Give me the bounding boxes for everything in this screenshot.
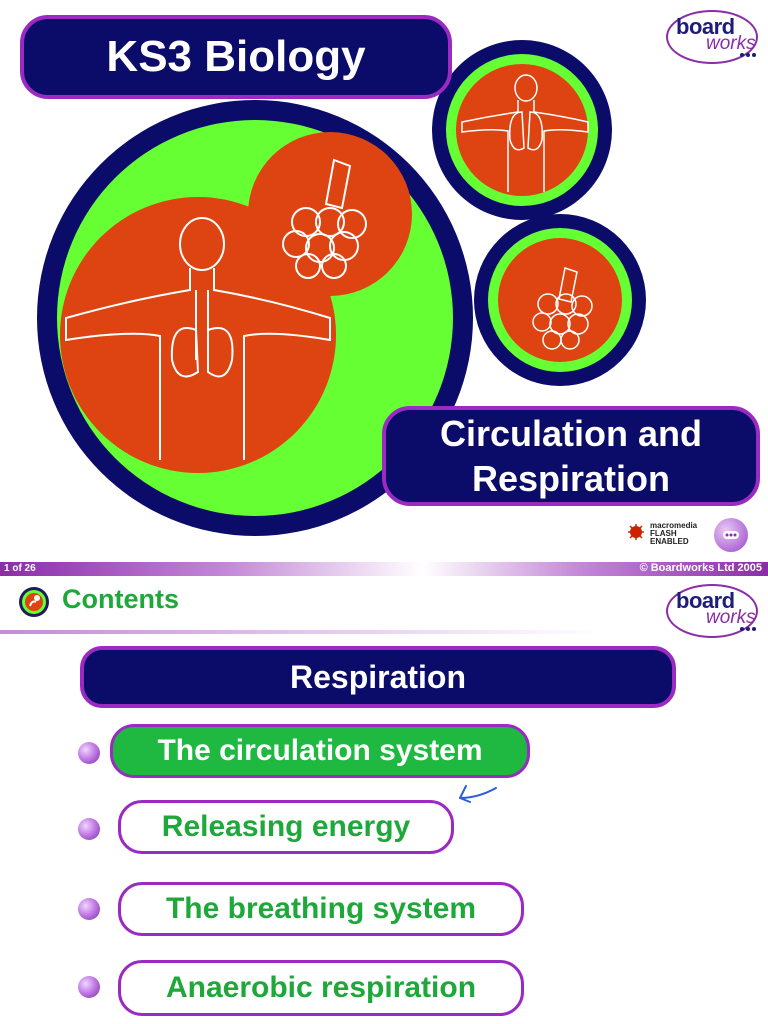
flash-badge-line-2: FLASH	[650, 529, 677, 538]
menu-item-label: The circulation system	[157, 734, 483, 767]
logo-board-text: board	[676, 588, 735, 613]
alveoli-icon	[282, 158, 367, 279]
slide-subtitle: Circulation and Respiration	[382, 406, 760, 506]
bullet-icon	[78, 818, 100, 840]
bullet-icon	[78, 976, 100, 998]
bullet-icon	[78, 898, 100, 920]
section-title-text: Respiration	[289, 658, 467, 695]
boardworks-logo: board works	[666, 10, 758, 64]
bullet-icon	[78, 742, 100, 764]
menu-item-label: Releasing energy	[161, 810, 411, 843]
slide-counter: 1 of 26	[4, 563, 36, 574]
menu-item-releasing-energy[interactable]: Releasing energy	[118, 800, 454, 854]
boardworks-logo: board works	[666, 584, 758, 638]
flash-logo-icon	[626, 522, 646, 542]
logo-dots-icon	[740, 627, 756, 631]
contents-heading: Contents	[62, 584, 179, 614]
contents-underline	[0, 630, 600, 634]
lungs-body-icon	[65, 217, 331, 460]
logo-dots-icon	[740, 53, 756, 57]
annotation-arrow-icon	[459, 785, 497, 803]
copyright-text: © Boardworks Ltd 2005	[639, 562, 762, 574]
flash-badge-line-1: macromedia	[650, 521, 698, 530]
menu-item-label: The breathing system	[165, 892, 477, 925]
logo-works-text: works	[706, 33, 756, 54]
subtitle-line-1: Circulation and	[439, 413, 703, 454]
slide-title: KS3 Biology	[20, 15, 452, 99]
logo-board-text: board	[676, 14, 735, 39]
flash-badge: macromedia FLASH ENABLED	[650, 522, 697, 546]
menu-item-anaerobic-respiration[interactable]: Anaerobic respiration	[118, 960, 524, 1016]
logo-works-text: works	[706, 607, 756, 628]
section-title: Respiration	[80, 646, 676, 708]
menu-item-circulation-system[interactable]: The circulation system	[110, 724, 530, 778]
alveoli-circle	[248, 132, 412, 296]
nav-button-icon[interactable]	[714, 518, 748, 552]
contents-icon	[18, 586, 50, 618]
slide-divider	[0, 562, 768, 576]
flash-badge-line-3: ENABLED	[650, 537, 689, 546]
slide-title-text: KS3 Biology	[106, 32, 366, 81]
title-graphic	[37, 40, 646, 536]
menu-item-label: Anaerobic respiration	[165, 971, 477, 1004]
menu-item-breathing-system[interactable]: The breathing system	[118, 882, 524, 936]
alveoli-icon	[532, 267, 593, 350]
lungs-body-icon	[461, 74, 589, 192]
subtitle-line-2: Respiration	[471, 458, 671, 499]
